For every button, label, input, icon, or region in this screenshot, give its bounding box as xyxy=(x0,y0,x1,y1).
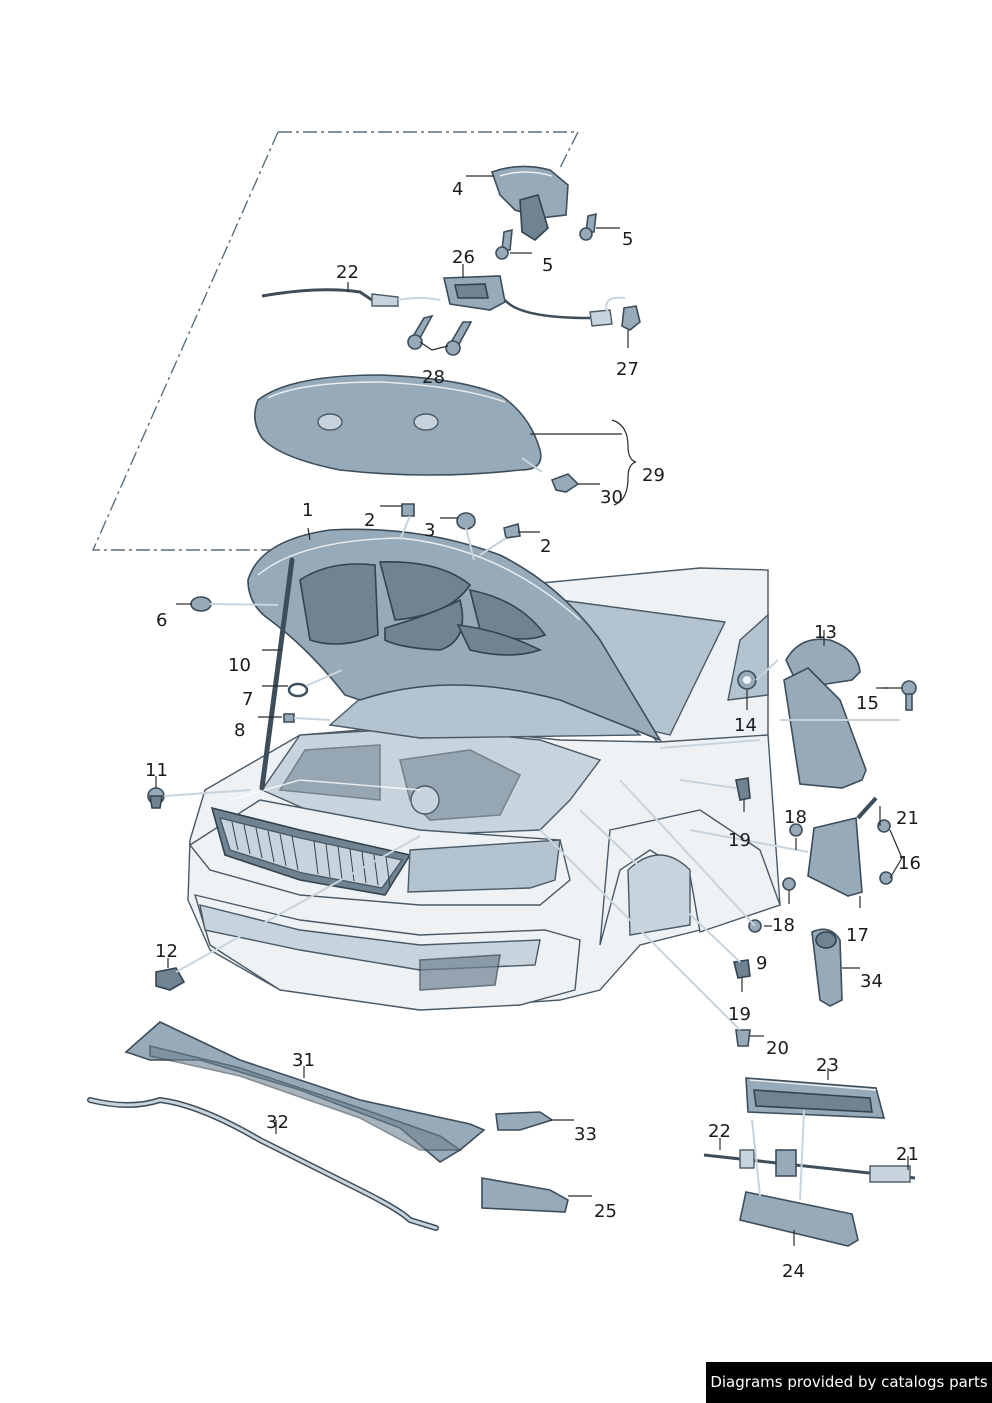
screw xyxy=(495,228,513,260)
callout-29: 30 xyxy=(600,487,623,508)
callout-16: 16 xyxy=(898,853,921,874)
callout-27: 28 xyxy=(422,367,445,388)
clip-11 xyxy=(147,787,165,809)
bolt xyxy=(407,314,434,350)
callout-20: 20 xyxy=(766,1038,789,1059)
callout-22: 22 xyxy=(708,1121,731,1142)
callout-22: 22 xyxy=(336,262,359,283)
handle-grip-24 xyxy=(739,1191,859,1247)
bolt-16 xyxy=(879,871,893,885)
buffer xyxy=(503,522,521,539)
mat-clip xyxy=(550,473,580,493)
hinge-17 xyxy=(807,796,878,897)
callout-25: 26 xyxy=(452,247,475,268)
exploded-view-boundary xyxy=(91,131,580,551)
screw-15 xyxy=(901,680,917,711)
clip-20 xyxy=(735,1029,751,1047)
callout-15: 15 xyxy=(856,693,879,714)
callout-33: 33 xyxy=(574,1124,597,1145)
callout-32: 25 xyxy=(594,1201,617,1222)
callout-18: 18 xyxy=(772,915,795,936)
bolt xyxy=(445,321,473,356)
clip-19 xyxy=(735,777,751,801)
callout-12: 12 xyxy=(155,941,178,962)
callout-11: 11 xyxy=(145,760,168,781)
callout-5: 5 xyxy=(542,255,553,276)
bolt-16 xyxy=(877,819,891,833)
callout-9: 9 xyxy=(756,953,767,974)
callout-24: 24 xyxy=(782,1261,805,1282)
plenum-panel xyxy=(124,1021,486,1163)
cable-coupling xyxy=(703,1149,916,1183)
sound-insulation-mat xyxy=(254,374,542,476)
bonnet xyxy=(247,528,662,742)
bonnet-lock xyxy=(443,275,626,327)
watermark-banner: Diagrams provided by catalogs parts xyxy=(706,1362,992,1403)
buffer xyxy=(401,503,415,517)
callout-30: 31 xyxy=(292,1050,315,1071)
bonnet-support-rod xyxy=(259,557,295,791)
callout-1: 1 xyxy=(302,500,313,521)
nut xyxy=(737,670,757,690)
callout-34: 34 xyxy=(860,971,883,992)
bolt-18 xyxy=(789,823,803,837)
release-lever xyxy=(811,928,843,1007)
callout-2: 2 xyxy=(540,536,551,557)
callout-23: 23 xyxy=(816,1055,839,1076)
release-handle xyxy=(490,165,569,241)
callout-17: 17 xyxy=(846,925,869,946)
callout-5: 5 xyxy=(622,229,633,250)
callout-26: 27 xyxy=(616,359,639,380)
callout-14: 14 xyxy=(734,715,757,736)
bolt xyxy=(782,877,796,891)
cable-clip xyxy=(621,305,641,331)
rubber-stop xyxy=(456,512,476,530)
cover-33 xyxy=(495,1111,554,1131)
callout-31: 32 xyxy=(266,1112,289,1133)
callout-13: 13 xyxy=(814,622,837,643)
bracket-12 xyxy=(155,967,186,991)
callout-28: 29 xyxy=(642,465,665,486)
pointer-lines xyxy=(163,457,900,1201)
callout-8: 8 xyxy=(234,720,245,741)
stop-6 xyxy=(190,596,212,612)
grommet xyxy=(287,682,309,698)
callout-18: 18 xyxy=(784,807,807,828)
callout-21: 21 xyxy=(896,808,919,829)
lever-housing xyxy=(745,1077,886,1119)
callout-19: 19 xyxy=(728,830,751,851)
callout-3: 3 xyxy=(424,520,435,541)
callout-7: 7 xyxy=(242,689,253,710)
callout-4: 4 xyxy=(452,179,463,200)
release-cable xyxy=(261,288,441,307)
callout-10: 10 xyxy=(228,655,251,676)
callout-6: 6 xyxy=(156,610,167,631)
cover-32 xyxy=(481,1177,569,1213)
callout-19: 19 xyxy=(728,1004,751,1025)
clip-8 xyxy=(283,713,295,723)
screw xyxy=(579,212,597,241)
callout-21: 21 xyxy=(896,1144,919,1165)
leader-lines xyxy=(155,175,909,1246)
callout-labels: 4 5 5 22 26 27 28 29 30 1 2 3 2 6 10 7 8… xyxy=(145,179,921,1282)
callout-2: 2 xyxy=(364,510,375,531)
clip-19 xyxy=(733,959,751,979)
bonnet-hinge xyxy=(783,667,867,789)
